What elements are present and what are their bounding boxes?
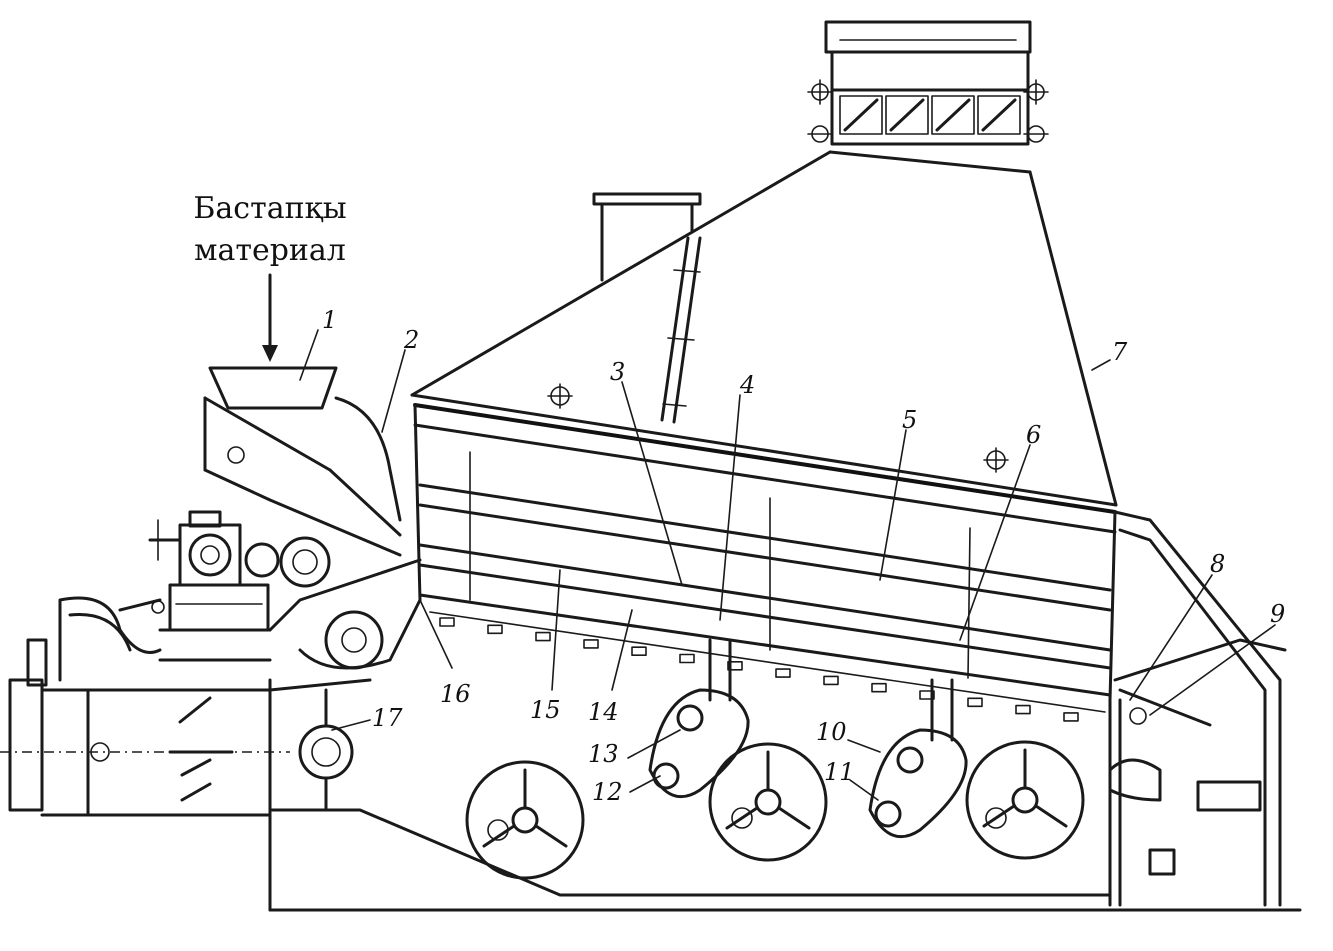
roller-block: [1015, 704, 1031, 715]
roller-block: [535, 631, 551, 642]
lower-body: [268, 558, 1302, 912]
callout-14: 14: [588, 698, 619, 726]
input-material-label: Бастапқы материал: [170, 188, 370, 272]
callout-11: 11: [824, 758, 855, 786]
blower-housing: [26, 596, 272, 687]
hood-body: [410, 150, 1118, 507]
roller-block: [439, 617, 455, 627]
roller-block: [679, 653, 695, 664]
roller-block: [967, 697, 983, 708]
conveyor-rollers: [439, 617, 1079, 722]
roller-block: [823, 675, 839, 686]
input-label-line2: материал: [194, 233, 346, 268]
callout-13: 13: [588, 740, 619, 768]
hood-bolts: [547, 383, 1009, 473]
callout-15: 15: [530, 696, 561, 724]
callout-2: 2: [403, 326, 419, 354]
roller-block: [871, 682, 887, 693]
roller-block: [487, 624, 503, 635]
drive-motor: [148, 510, 331, 632]
leader-lines: [299, 329, 1276, 801]
callout-9: 9: [1270, 600, 1285, 628]
roller-block: [727, 660, 743, 671]
sprocket-drive-right: [868, 678, 968, 839]
discharge-chute: [1108, 510, 1287, 907]
callout-12: 12: [592, 778, 623, 806]
callout-16: 16: [440, 680, 471, 708]
callout-3: 3: [610, 358, 625, 386]
roller-block: [1063, 712, 1079, 722]
callout-17: 17: [372, 704, 403, 732]
air-duct: [0, 678, 290, 912]
exhaust-hood: [807, 20, 1049, 146]
roller-block: [775, 668, 791, 678]
conveyor-casing: [413, 403, 1117, 713]
callout-10: 10: [816, 718, 847, 746]
roller-block: [919, 690, 935, 700]
large-wheel-1: [465, 760, 585, 880]
large-wheel-2: [708, 742, 828, 862]
roller-block: [631, 646, 647, 657]
roller-block: [583, 639, 599, 649]
callout-4: 4: [739, 371, 755, 399]
callout-6: 6: [1026, 421, 1041, 449]
callout-8: 8: [1210, 550, 1225, 578]
callout-5: 5: [902, 406, 917, 434]
fan-wheel-17: [298, 688, 354, 810]
input-label-line1: Бастапқы: [193, 191, 347, 226]
chimney-pipe: [592, 192, 702, 424]
large-wheel-3: [965, 740, 1085, 860]
callout-1: 1: [322, 306, 337, 334]
feed-hopper: [203, 366, 402, 557]
sprocket-drive-left: [648, 638, 750, 799]
callout-numbers: 1 2 3 4 5 6 7 8 9 10 11 12 13 14 15 16 1…: [322, 306, 1285, 806]
input-arrow: [262, 273, 278, 362]
callout-7: 7: [1112, 338, 1128, 366]
